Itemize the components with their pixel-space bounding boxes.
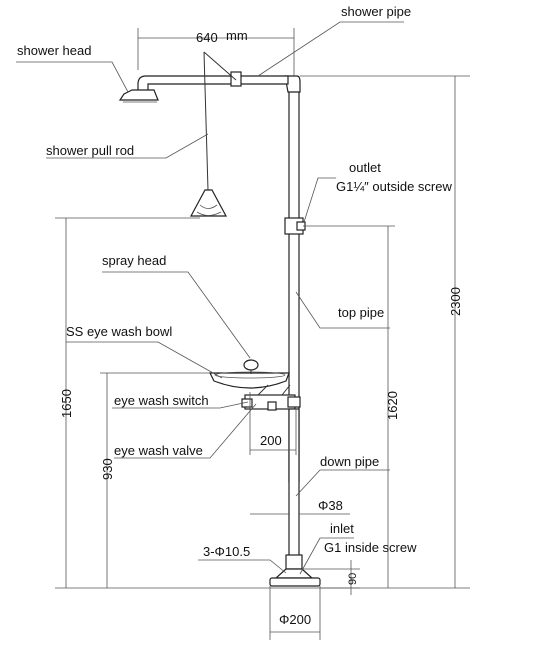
label-inlet-thread: G1 inside screw xyxy=(324,540,417,555)
dim-total-height: 2300 xyxy=(448,287,463,316)
dim-bowl-height: 930 xyxy=(100,458,115,480)
label-top-pipe: top pipe xyxy=(338,305,384,320)
shower-pull-rod xyxy=(203,51,209,191)
dim-shower-reach-unit: mm xyxy=(226,28,248,43)
label-spray-head: spray head xyxy=(102,253,166,268)
leader-lines xyxy=(16,21,404,575)
dim-pull-rod-height: 1650 xyxy=(59,389,74,418)
shower-structure xyxy=(118,51,321,587)
label-outlet: outlet xyxy=(349,160,381,175)
pipe-elbow xyxy=(284,75,301,93)
label-shower-pipe: shower pipe xyxy=(341,4,411,19)
dim-base-height: 90 xyxy=(347,573,359,585)
dim-pipe-diameter: Φ38 xyxy=(318,498,343,513)
label-down-pipe: down pipe xyxy=(320,454,379,469)
label-eye-wash-bowl: SS eye wash bowl xyxy=(66,324,172,339)
dim-shower-reach: 640 xyxy=(196,30,218,45)
label-inlet: inlet xyxy=(330,521,354,536)
text-labels: shower head shower pipe shower pull rod … xyxy=(17,4,452,559)
label-shower-head: shower head xyxy=(17,43,91,58)
base-plate xyxy=(269,577,321,587)
shower-valve-block xyxy=(230,71,242,87)
down-pipe xyxy=(288,408,300,578)
inlet-tee xyxy=(285,554,303,570)
label-outlet-thread: G1¼″ outside screw xyxy=(336,179,452,194)
eye-wash-bowl xyxy=(209,372,290,389)
dim-bowl-offset: 200 xyxy=(260,433,282,448)
label-shower-pull-rod: shower pull rod xyxy=(46,143,134,158)
dimension-lines: 640 mm 2300 1650 1620 930 200 Φ38 90 xyxy=(55,28,470,640)
label-base-holes: 3-Φ10.5 xyxy=(203,544,250,559)
dim-base-diameter: Φ200 xyxy=(279,612,311,627)
shower-head xyxy=(118,89,159,101)
label-eye-wash-valve: eye wash valve xyxy=(114,443,203,458)
spray-head xyxy=(243,359,259,371)
label-eye-wash-switch: eye wash switch xyxy=(114,393,209,408)
base-flange xyxy=(274,568,314,579)
shower-pipe xyxy=(137,75,289,93)
pull-rod-handle xyxy=(189,189,228,217)
dim-outlet-height: 1620 xyxy=(385,391,400,420)
